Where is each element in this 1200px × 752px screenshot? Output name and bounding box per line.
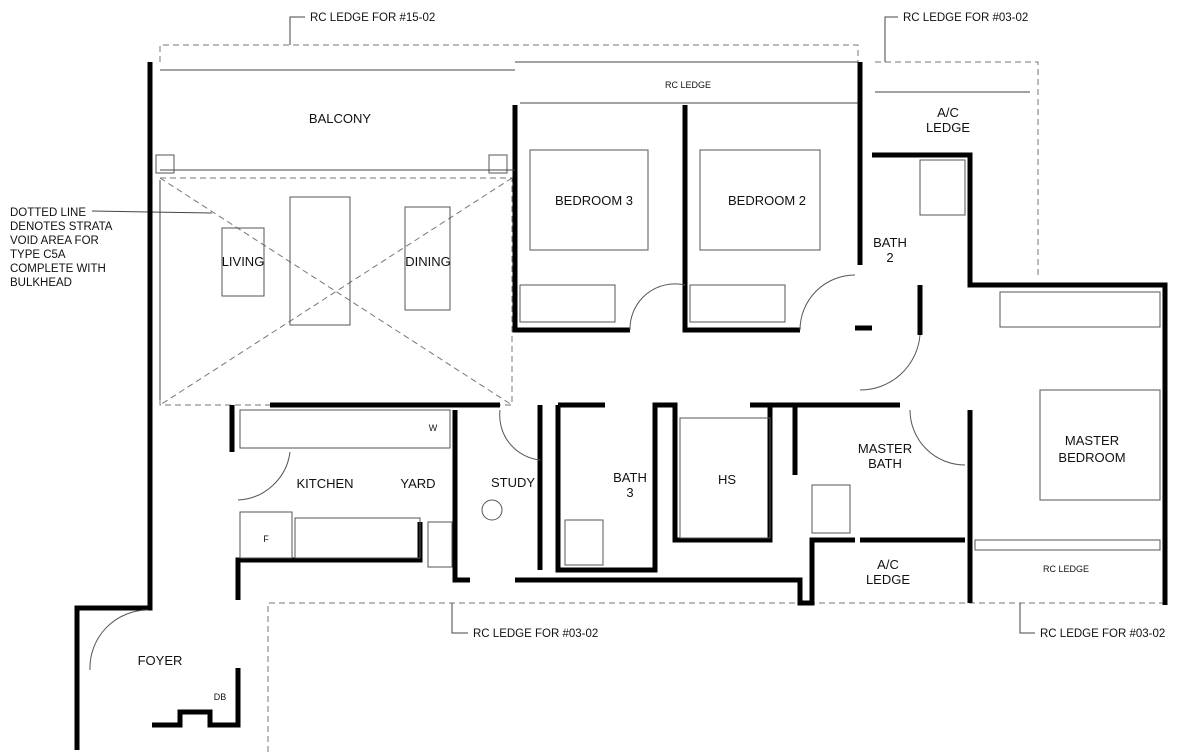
dining-label: DINING: [405, 254, 451, 269]
svg-text:BULKHEAD: BULKHEAD: [10, 277, 72, 289]
svg-text:DENOTES STRATA: DENOTES STRATA: [10, 221, 113, 233]
kitchen-label: KITCHEN: [296, 476, 353, 491]
yard-shaft: [427, 521, 453, 568]
study-label: STUDY: [491, 475, 535, 490]
fridge: [239, 511, 293, 559]
rc-ledge-03-02-bottom-left-label: RC LEDGE FOR #03-02: [473, 628, 598, 640]
study-fixture: [481, 499, 503, 521]
rc-ledge-03-02-bottom-right-label: RC LEDGE FOR #03-02: [1040, 628, 1165, 640]
dining-table: [404, 206, 451, 311]
svg-text:2: 2: [886, 250, 893, 265]
hs-label: HS: [718, 472, 736, 487]
wardrobe-2: [689, 284, 786, 323]
ac-ledge-bottom-label: A/C: [877, 557, 899, 572]
walls: [74, 62, 1168, 750]
wardrobe-master: [999, 291, 1161, 328]
shower-bath3: [564, 519, 604, 566]
foyer-label: FOYER: [138, 653, 183, 668]
bed-master: [1039, 389, 1161, 501]
ac-ledge-top-label: A/C: [937, 105, 959, 120]
kitchen-counter-bottom: [294, 517, 421, 559]
balcony-label: BALCONY: [309, 111, 371, 126]
door-swing: [909, 409, 966, 466]
bedroom3-label: BEDROOM 3: [555, 193, 633, 208]
column: [155, 154, 175, 174]
svg-text:BEDROOM: BEDROOM: [1058, 450, 1125, 465]
column: [488, 154, 508, 174]
fixtures: [89, 61, 1161, 671]
master-bath-label: MASTER: [858, 441, 912, 456]
hs-room: [679, 417, 771, 539]
ledge-outlines: [159, 44, 1165, 752]
rc-ledge-15-02-label: RC LEDGE FOR #15-02: [310, 12, 435, 24]
washer-label: W: [429, 423, 438, 433]
door-swing: [89, 609, 149, 671]
bedroom2-label: BEDROOM 2: [728, 193, 806, 208]
yard-label: YARD: [400, 476, 435, 491]
svg-text:COMPLETE WITH: COMPLETE WITH: [10, 263, 106, 275]
bed-2: [699, 149, 821, 251]
svg-text:DOTTED LINE: DOTTED LINE: [10, 207, 86, 219]
rc-ledge-bottom-label: RC LEDGE: [1043, 564, 1089, 574]
door-swing: [237, 451, 291, 501]
svg-text:LEDGE: LEDGE: [926, 120, 970, 135]
wardrobe-3: [519, 284, 616, 323]
svg-text:LEDGE: LEDGE: [866, 572, 910, 587]
rc-ledge-03-02-top-label: RC LEDGE FOR #03-02: [903, 12, 1028, 24]
svg-text:TYPE C5A: TYPE C5A: [10, 249, 66, 261]
living-label: LIVING: [222, 254, 265, 269]
void-note: DOTTED LINE DENOTES STRATA VOID AREA FOR…: [10, 207, 113, 289]
door-swing: [499, 409, 541, 461]
rc-ledge-bottom: [974, 539, 1161, 551]
door-swing: [629, 283, 686, 331]
coffee-table: [221, 227, 265, 297]
shower-bath2: [919, 159, 966, 216]
bath2-label: BATH: [873, 235, 907, 250]
bed-3: [529, 149, 649, 251]
svg-text:3: 3: [626, 485, 633, 500]
db-label: DB: [214, 692, 227, 702]
svg-text:BATH: BATH: [868, 456, 902, 471]
kitchen-counter-top: [239, 409, 451, 449]
rc-ledge-top-label: RC LEDGE: [665, 80, 711, 90]
master-bedroom-label: MASTER: [1065, 433, 1119, 448]
svg-text:VOID AREA FOR: VOID AREA FOR: [10, 235, 99, 247]
sofa: [289, 196, 351, 326]
shower-master: [811, 484, 851, 534]
fridge-label: F: [263, 534, 269, 544]
door-swing: [859, 334, 921, 391]
door-swing: [799, 274, 856, 331]
bath3-label: BATH: [613, 470, 647, 485]
